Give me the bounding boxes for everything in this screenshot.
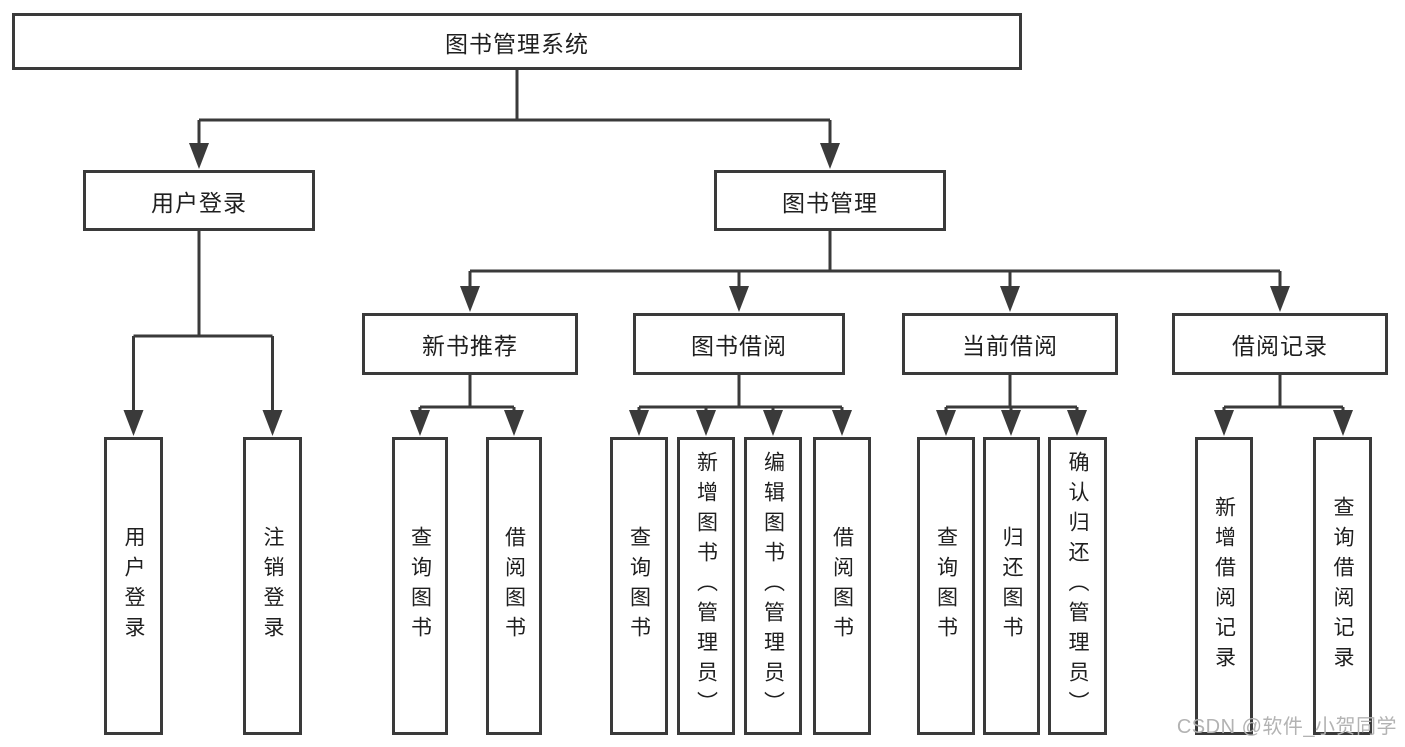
leaf-borrow-books-recommend: 借阅图书 [486, 437, 542, 735]
arrowhead [820, 143, 840, 169]
edge-book-borrow-group [637, 375, 844, 412]
node-label: 新增借阅记录 [1212, 496, 1236, 676]
arrowhead [936, 410, 956, 436]
leaf-return-book: 归还图书 [983, 437, 1040, 735]
leaf-logout: 注销登录 [243, 437, 302, 735]
node-label: 查询图书 [934, 526, 958, 646]
arrowhead [729, 286, 749, 312]
node-book-borrow: 图书借阅 [633, 313, 845, 375]
arrowhead [763, 410, 783, 436]
node-label: 借阅图书 [502, 526, 526, 646]
node-label: 借阅记录 [1232, 333, 1328, 359]
node-label: 用户登录 [122, 526, 145, 646]
node-label: 图书管理系统 [445, 30, 589, 57]
arrowhead [696, 410, 716, 436]
edge-user-login-group [132, 231, 274, 412]
node-label: 确认归还（管理员） [1066, 451, 1089, 721]
leaf-query-books-current: 查询图书 [917, 437, 975, 735]
edge-borrow-records-group [1222, 375, 1345, 412]
edge-current-borrow-group [944, 375, 1079, 412]
node-label: 图书借阅 [691, 333, 787, 359]
leaf-query-books-borrow: 查询图书 [610, 437, 668, 735]
node-label: 用户登录 [151, 189, 247, 216]
node-label: 图书管理 [782, 189, 878, 216]
node-label: 查询借阅记录 [1331, 496, 1354, 676]
edge-new-book-group [418, 375, 516, 412]
arrowhead [629, 410, 649, 436]
edge-root-to-level2 [197, 70, 832, 146]
node-new-book-recommend: 新书推荐 [362, 313, 578, 375]
leaf-borrow-books: 借阅图书 [813, 437, 871, 735]
node-label: 借阅图书 [830, 526, 854, 646]
arrowhead [504, 410, 524, 436]
edge-book-management-group [468, 231, 1282, 288]
node-label: 当前借阅 [962, 333, 1058, 359]
node-label: 编辑图书（管理员） [761, 451, 785, 721]
node-user-login: 用户登录 [83, 170, 315, 231]
arrowhead [1214, 410, 1234, 436]
leaf-confirm-return-admin: 确认归还（管理员） [1048, 437, 1107, 735]
node-label: 新书推荐 [422, 333, 518, 359]
arrowhead [460, 286, 480, 312]
leaf-query-borrow-record: 查询借阅记录 [1313, 437, 1372, 735]
node-label: 归还图书 [1000, 526, 1023, 646]
node-label: 查询图书 [408, 526, 432, 646]
node-borrow-records: 借阅记录 [1172, 313, 1388, 375]
node-label: 新增图书（管理员） [694, 451, 718, 721]
arrowhead [189, 143, 209, 169]
arrowhead [410, 410, 430, 436]
leaf-add-book-admin: 新增图书（管理员） [677, 437, 735, 735]
leaf-user-login: 用户登录 [104, 437, 163, 735]
leaf-query-books-recommend: 查询图书 [392, 437, 448, 735]
node-root-system: 图书管理系统 [12, 13, 1022, 70]
arrowhead [123, 410, 144, 436]
node-label: 查询图书 [627, 526, 651, 646]
leaf-edit-book-admin: 编辑图书（管理员） [744, 437, 802, 735]
arrowhead [832, 410, 852, 436]
arrowhead [262, 410, 283, 436]
arrowhead [1067, 410, 1087, 436]
leaf-add-borrow-record: 新增借阅记录 [1195, 437, 1253, 735]
node-book-management: 图书管理 [714, 170, 946, 231]
node-current-borrow: 当前借阅 [902, 313, 1118, 375]
arrowhead [1001, 410, 1021, 436]
arrowhead [1270, 286, 1290, 312]
node-label: 注销登录 [261, 526, 284, 646]
arrowhead [1333, 410, 1353, 436]
arrowhead [1000, 286, 1020, 312]
